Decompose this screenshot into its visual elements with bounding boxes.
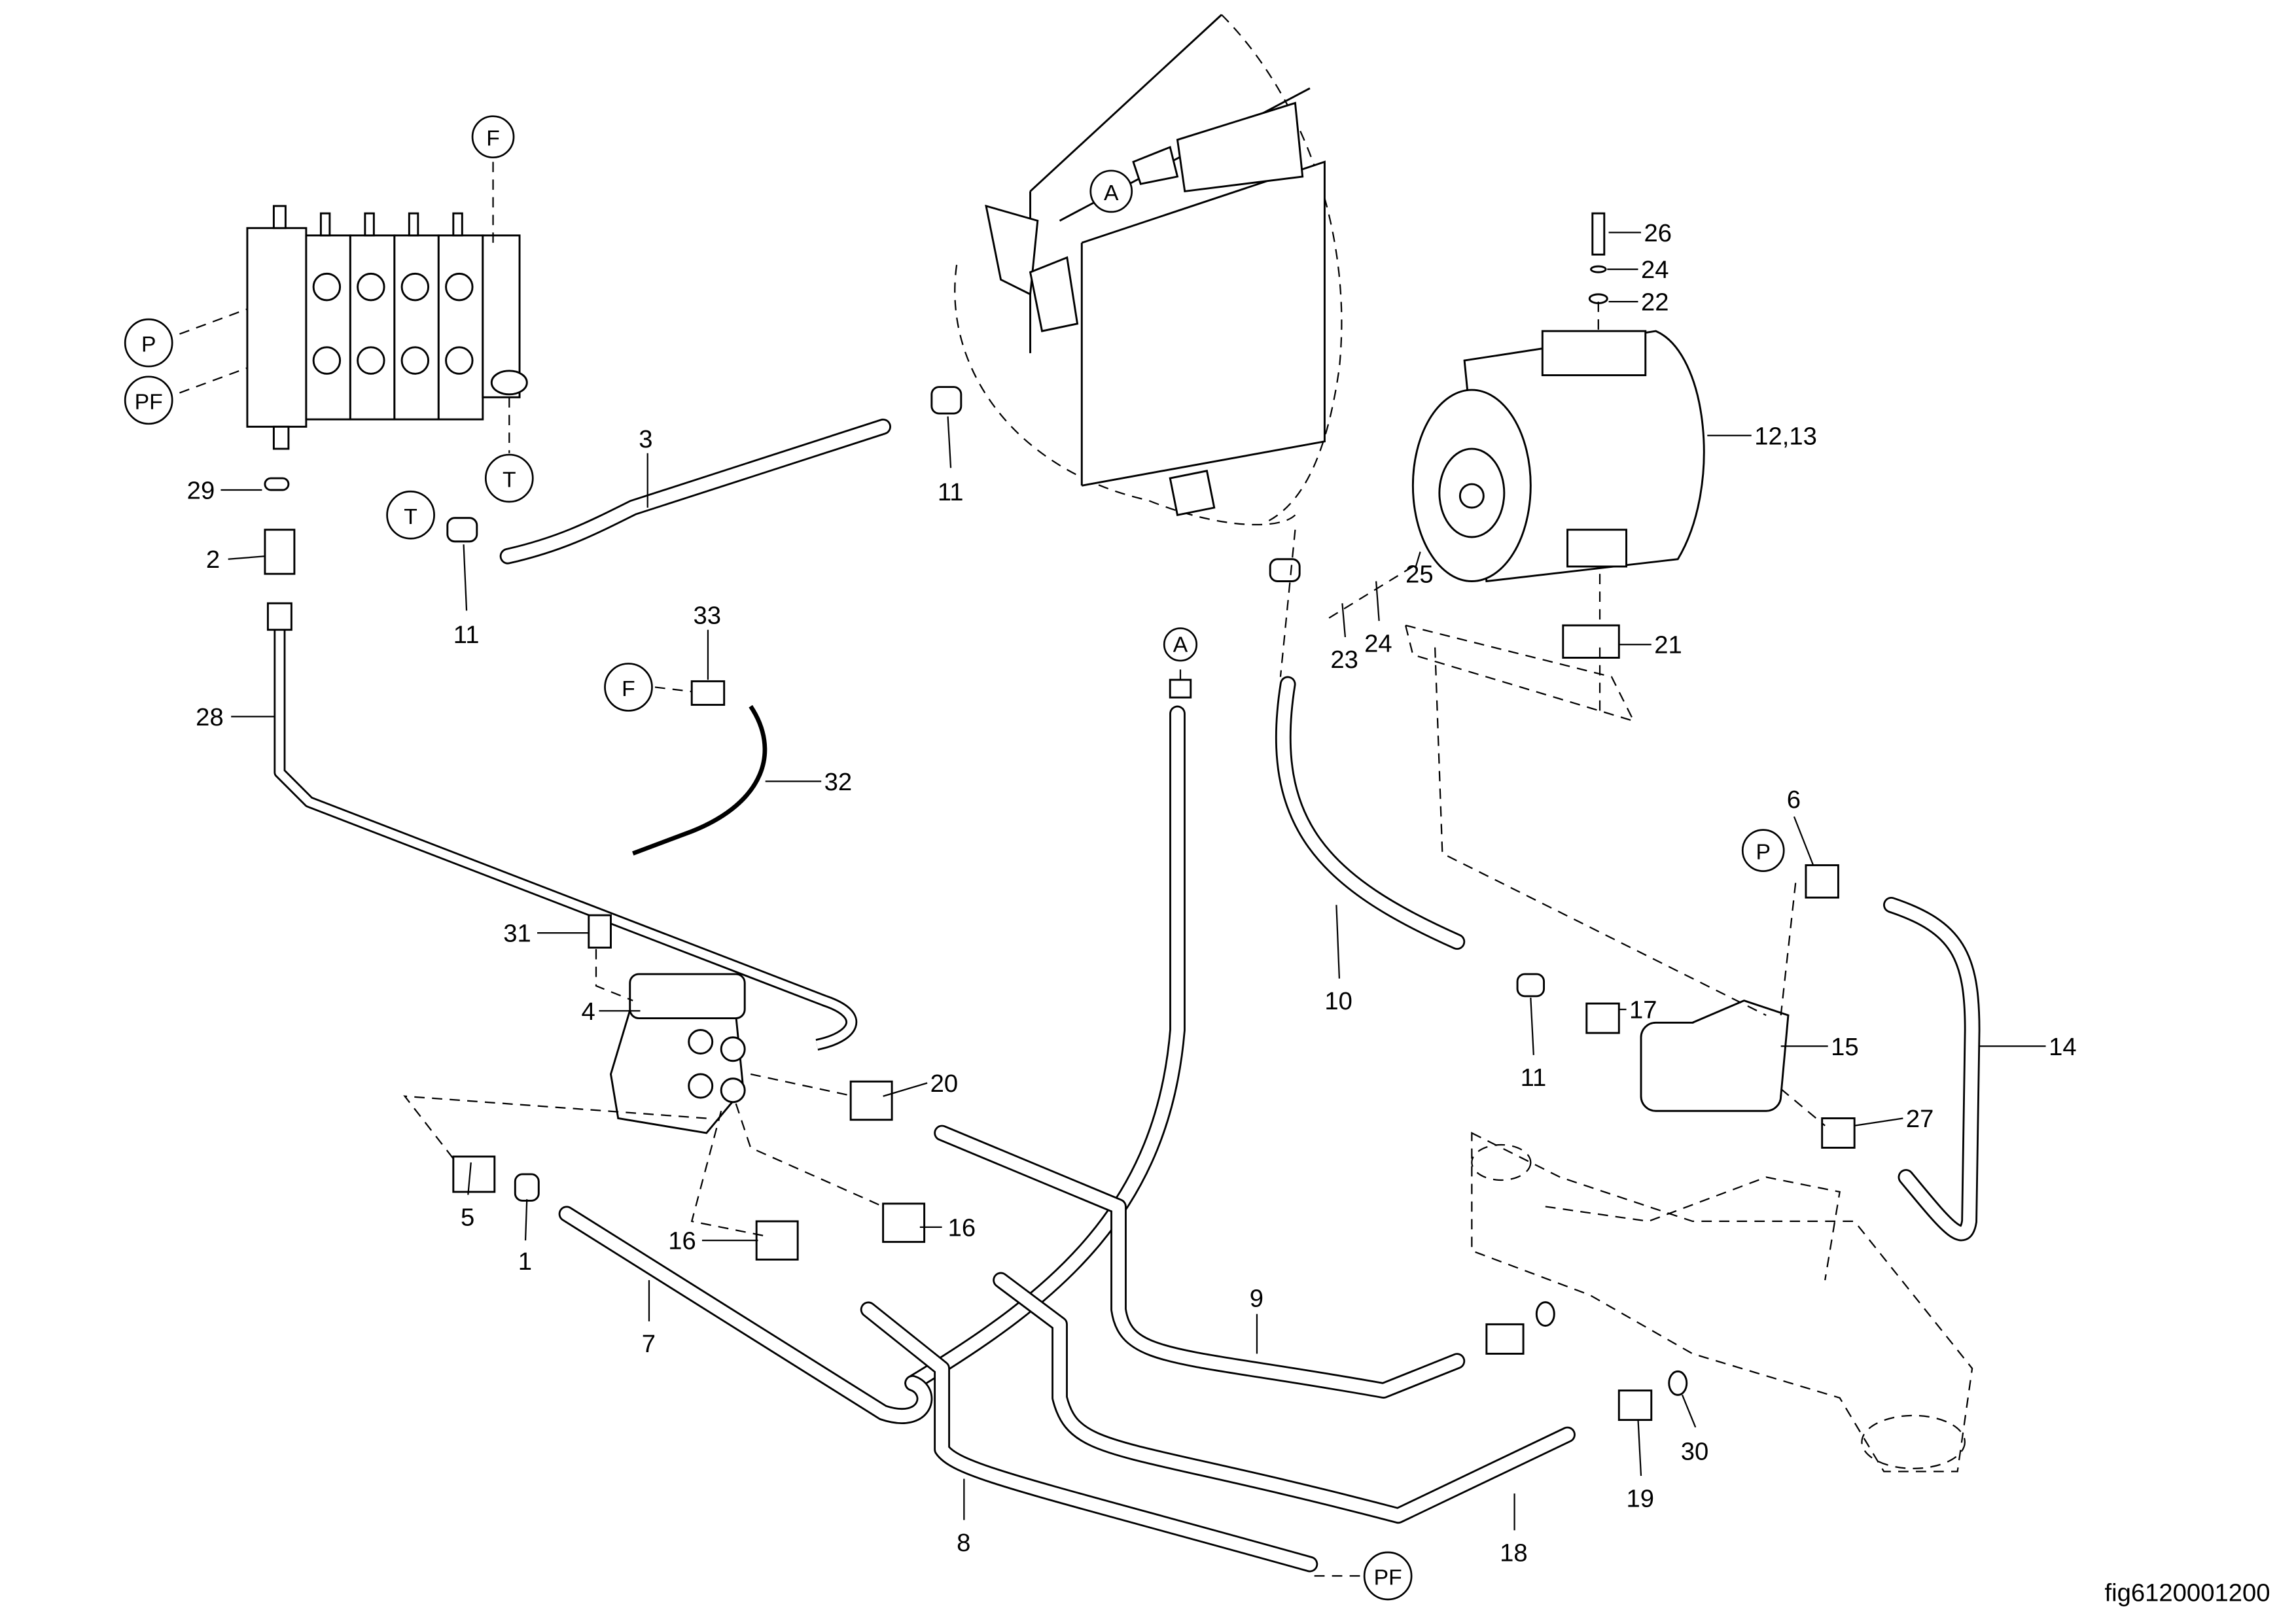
callout-23: 23	[1330, 646, 1358, 674]
svg-text:A: A	[1173, 632, 1188, 657]
callout-14: 14	[2049, 1033, 2077, 1061]
port-A-tank: A	[1089, 169, 1133, 213]
hoses	[274, 418, 1981, 1573]
hydraulic-pump	[1640, 999, 1790, 1112]
callout-17: 17	[1629, 996, 1657, 1024]
callout-11b: 11	[938, 478, 964, 506]
callout-1213: 12,13	[1754, 422, 1817, 450]
callout-6: 6	[1787, 786, 1801, 814]
callout-29: 29	[187, 477, 215, 505]
svg-text:F: F	[622, 676, 635, 701]
port-P-pump: P	[1741, 829, 1785, 872]
callout-9: 9	[1250, 1284, 1263, 1312]
fittings	[264, 386, 1856, 1422]
callout-15: 15	[1831, 1033, 1859, 1061]
callout-22: 22	[1641, 288, 1669, 317]
callout-16a: 16	[948, 1213, 976, 1242]
port-PF-valve: PF	[124, 375, 173, 425]
port-F-hose: F	[604, 663, 653, 712]
callout-10: 10	[1324, 987, 1352, 1015]
callout-11c: 11	[1521, 1064, 1547, 1092]
callout-31: 31	[503, 920, 531, 948]
electric-motor	[1404, 212, 1705, 722]
callout-24b: 24	[1364, 629, 1392, 657]
svg-text:PF: PF	[135, 389, 163, 414]
callout-19: 19	[1627, 1484, 1655, 1512]
callout-30: 30	[1681, 1437, 1709, 1465]
callout-24a: 24	[1641, 256, 1669, 284]
dashed-connections	[179, 162, 1826, 1577]
callout-3: 3	[639, 425, 652, 453]
callout-32: 32	[824, 768, 853, 796]
callout-8: 8	[957, 1529, 970, 1557]
callout-21: 21	[1654, 631, 1682, 659]
port-T-valve: T	[484, 453, 534, 503]
svg-text:P: P	[141, 332, 156, 357]
callout-11a: 11	[453, 621, 480, 649]
callout-5: 5	[461, 1204, 474, 1232]
svg-text:T: T	[503, 468, 516, 493]
svg-text:A: A	[1104, 181, 1119, 205]
port-PF-hose: PF	[1363, 1551, 1413, 1601]
svg-text:F: F	[486, 126, 500, 151]
callout-28: 28	[196, 703, 224, 731]
port-markers: F P PF T T A F A PF P	[124, 115, 1785, 1601]
figure-id: fig6120001200	[2105, 1579, 2270, 1607]
callout-33: 33	[693, 602, 721, 630]
svg-text:T: T	[404, 504, 417, 529]
hose-32	[632, 705, 768, 856]
callout-27: 27	[1906, 1105, 1934, 1133]
callouts: 29 2 28 11 3 11 33 32 31 4 20 5 1 16 16 …	[187, 219, 2077, 1567]
callout-7: 7	[642, 1330, 656, 1358]
callout-25: 25	[1405, 561, 1434, 589]
svg-text:PF: PF	[1374, 1565, 1402, 1590]
control-valve	[246, 205, 528, 450]
callout-18: 18	[1500, 1539, 1528, 1567]
tank-detail	[954, 14, 1343, 526]
port-P-valve: P	[124, 318, 173, 368]
callout-26: 26	[1644, 219, 1672, 247]
callout-16b: 16	[668, 1227, 696, 1255]
callout-20: 20	[930, 1070, 959, 1098]
port-F-top: F	[471, 115, 515, 159]
callout-2: 2	[206, 546, 220, 574]
port-A-hose: A	[1163, 627, 1198, 662]
axle-frame	[1471, 1132, 1973, 1473]
steering-unit	[610, 973, 746, 1134]
port-T-hose: T	[386, 490, 435, 540]
callout-1: 1	[518, 1248, 532, 1276]
callout-4: 4	[582, 998, 595, 1026]
svg-text:P: P	[1756, 840, 1771, 865]
